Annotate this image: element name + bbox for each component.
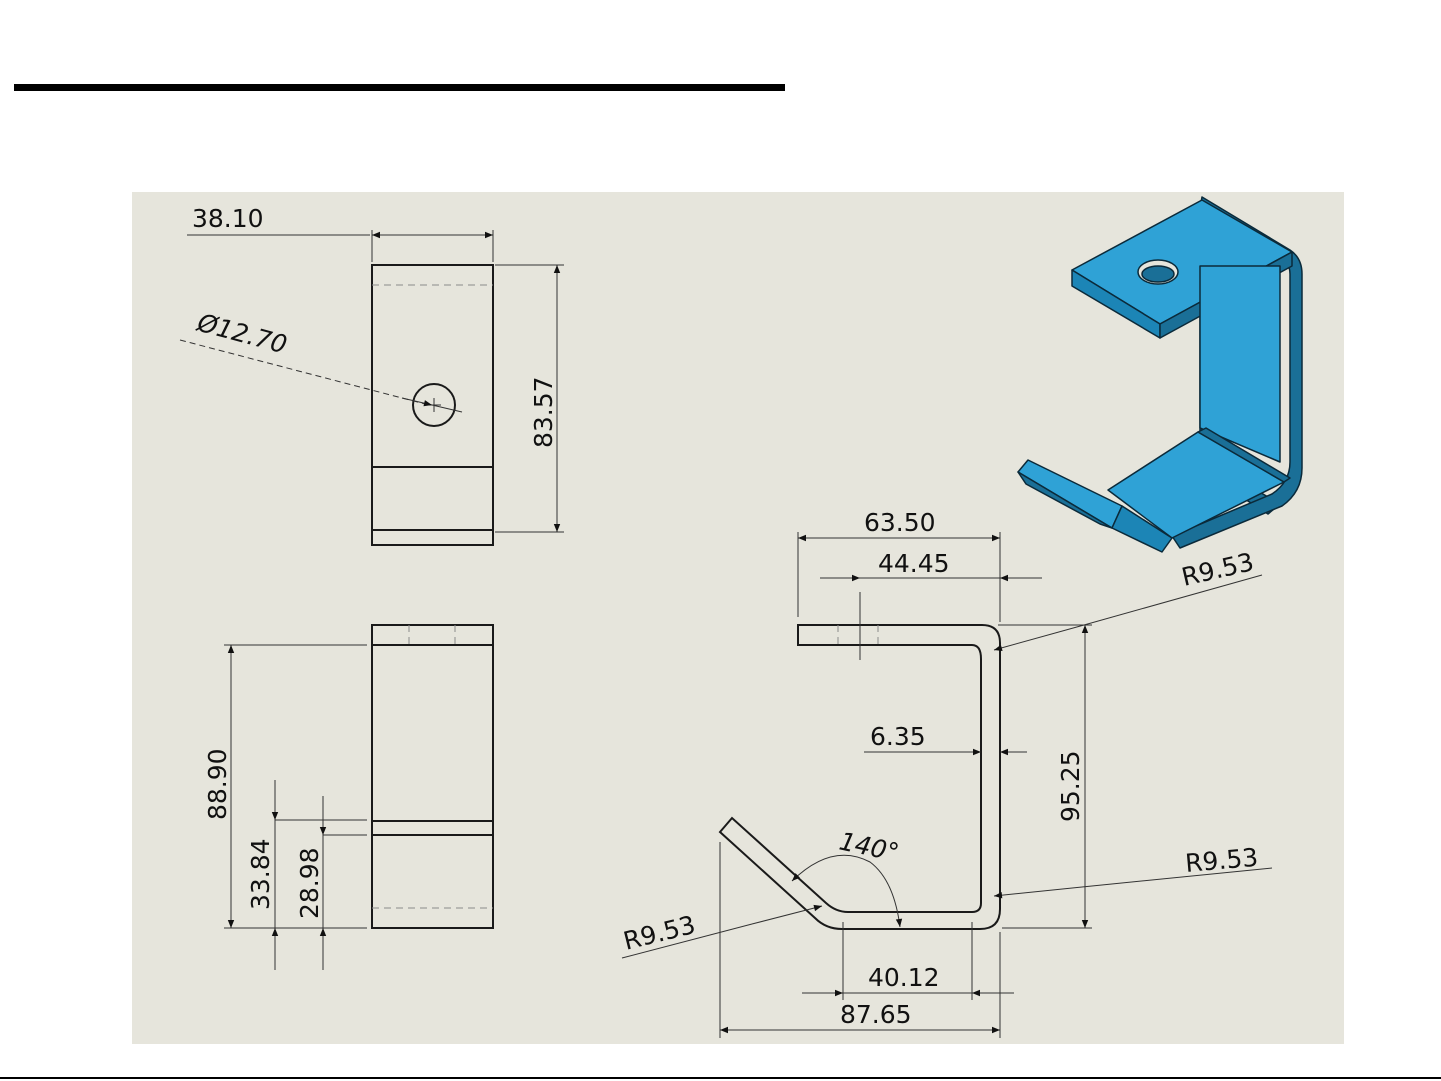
dim-radius-right: R9.53 (994, 843, 1272, 896)
dim-44-45: 44.45 (820, 549, 1042, 578)
bottom-rule (0, 1077, 1441, 1079)
dim-6-35: 6.35 (864, 722, 1027, 752)
dim-40-12-label: 40.12 (868, 963, 940, 992)
dim-83-57-label: 83.57 (529, 376, 558, 448)
dim-radius-top-label: R9.53 (1179, 547, 1257, 592)
dim-6-35-label: 6.35 (870, 722, 926, 751)
dim-40-12: 40.12 (802, 922, 1014, 1000)
drawing-canvas: 38.10 Ø12.70 83.57 88.90 33.84 (132, 192, 1344, 1044)
dim-63-50-label: 63.50 (864, 508, 936, 537)
side-view-profile (720, 625, 1000, 929)
title-rule (14, 84, 785, 91)
dim-88-90-label: 88.90 (203, 748, 232, 820)
dim-38-10-label: 38.10 (192, 204, 264, 233)
dim-hole-diameter-label: Ø12.70 (193, 308, 290, 360)
dim-87-65: 87.65 (720, 842, 1000, 1038)
dim-radius-top: R9.53 (994, 547, 1262, 650)
dim-radius-right-label: R9.53 (1184, 843, 1259, 878)
front-view-outline (372, 625, 493, 928)
dim-88-90: 88.90 (203, 645, 367, 928)
dim-radius-left: R9.53 (620, 906, 822, 958)
dim-38-10: 38.10 (187, 204, 493, 262)
dim-95-25: 95.25 (998, 625, 1092, 928)
dim-33-84-label: 33.84 (246, 838, 275, 910)
isometric-model (1018, 197, 1302, 552)
dim-44-45-label: 44.45 (878, 549, 950, 578)
dim-28-98: 28.98 (295, 796, 367, 970)
front-view (372, 625, 493, 928)
dim-angle-label: 140° (837, 827, 902, 868)
dim-95-25-label: 95.25 (1056, 750, 1085, 822)
dim-83-57: 83.57 (495, 265, 564, 532)
side-view (720, 592, 1000, 929)
dim-radius-left-label: R9.53 (620, 910, 698, 956)
dim-hole-diameter: Ø12.70 (180, 308, 462, 412)
dim-28-98-label: 28.98 (295, 847, 324, 919)
drawing-sheet: 38.10 Ø12.70 83.57 88.90 33.84 (132, 192, 1344, 1044)
dim-87-65-label: 87.65 (840, 1000, 912, 1029)
